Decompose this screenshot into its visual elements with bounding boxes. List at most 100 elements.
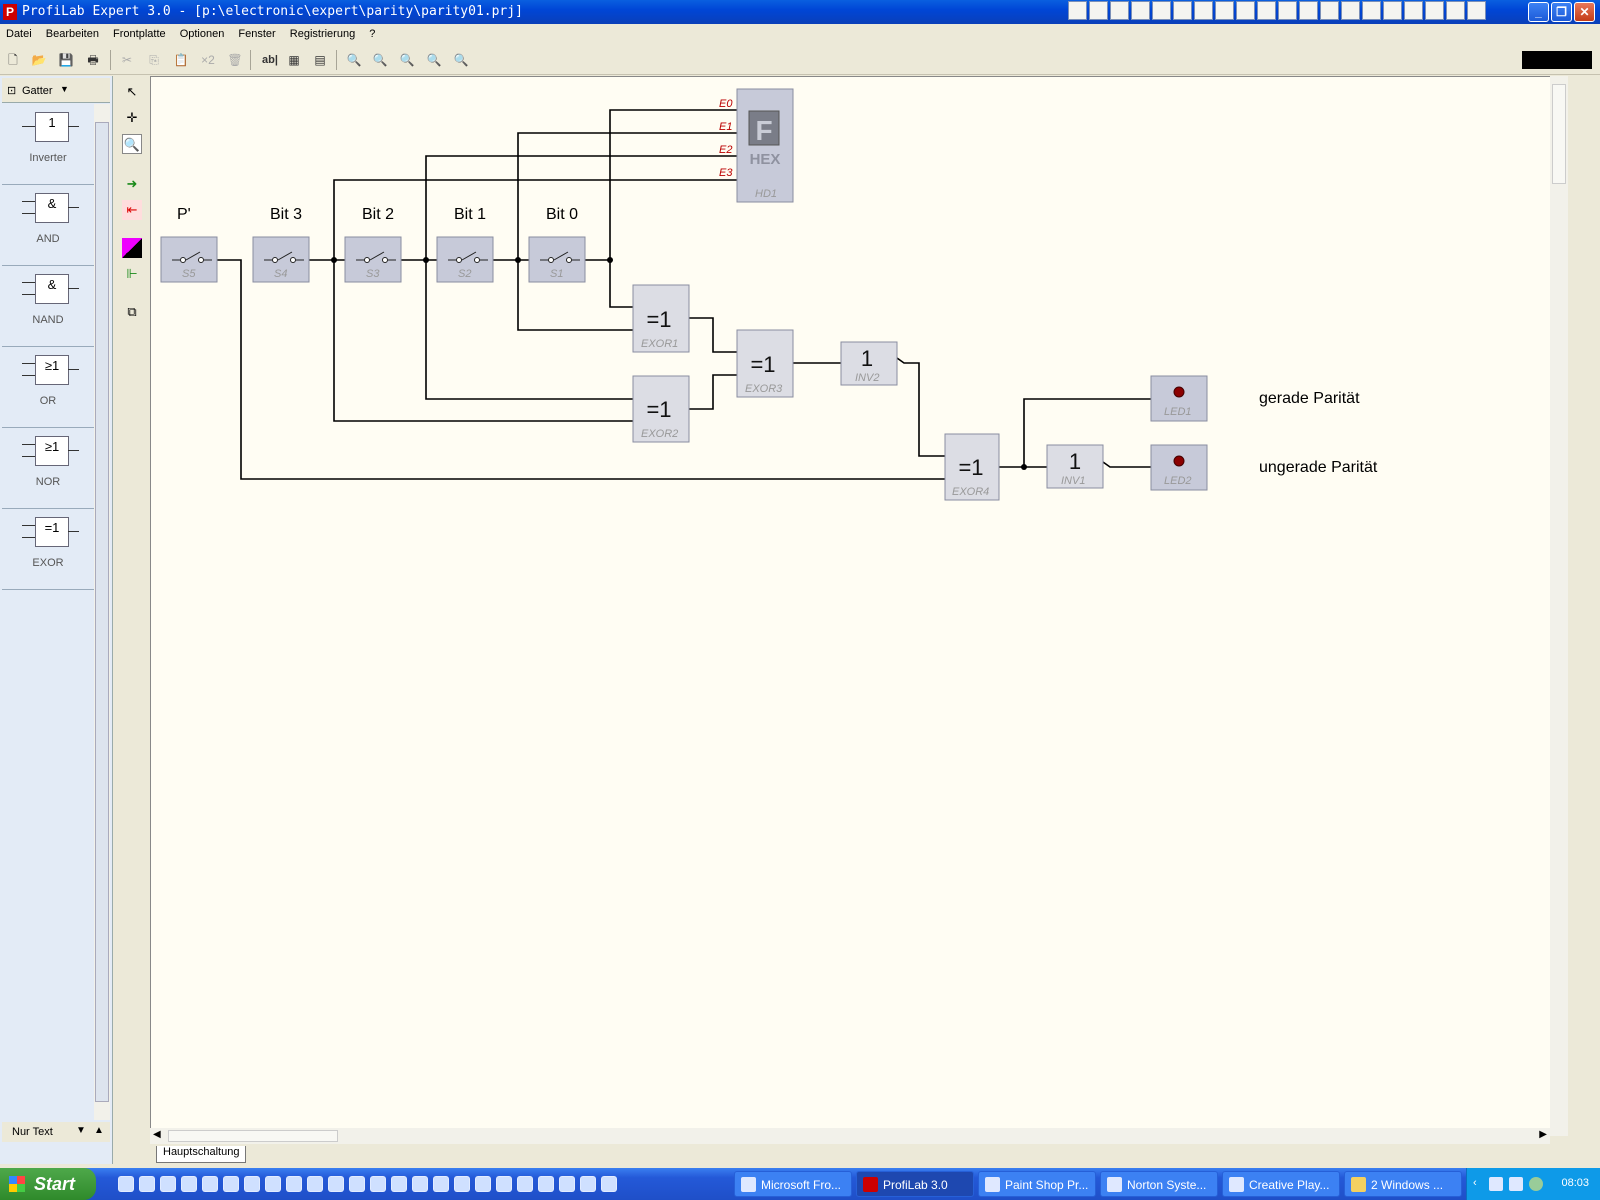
library-item-inverter[interactable]: 1 Inverter (2, 104, 94, 185)
text-icon[interactable]: ab| (262, 54, 278, 66)
switch-s2[interactable]: S2 (436, 236, 494, 283)
wire-tool-icon[interactable]: ✛ (126, 110, 138, 125)
wire[interactable] (1102, 461, 1151, 468)
run-icon[interactable]: ➜ (126, 176, 138, 191)
gate-exor2[interactable]: =1 EXOR2 (632, 375, 690, 443)
quicklaunch-icon[interactable] (601, 1176, 617, 1192)
quicklaunch-icon[interactable] (244, 1176, 260, 1192)
quicklaunch-icon[interactable] (328, 1176, 344, 1192)
tray-app-icon[interactable] (1089, 1, 1108, 20)
restore-button[interactable]: ❐ (1551, 2, 1572, 22)
tray-app-icon[interactable] (1362, 1, 1381, 20)
hi-lo-icon[interactable] (122, 238, 142, 258)
tray-app-icon[interactable] (1215, 1, 1234, 20)
wire[interactable] (425, 155, 737, 260)
quicklaunch-icon[interactable] (307, 1176, 323, 1192)
tray-expand-icon[interactable]: ‹ (1473, 1177, 1477, 1189)
quicklaunch-icon[interactable] (139, 1176, 155, 1192)
start-button[interactable]: Start (0, 1168, 96, 1200)
menu-help[interactable]: ? (369, 28, 376, 40)
frontpanel-icon[interactable]: ⧉ (127, 304, 137, 319)
arrow-down-icon[interactable]: ▼ (76, 1125, 86, 1136)
led-1[interactable]: LED1 (1150, 375, 1208, 422)
close-button[interactable]: ✕ (1574, 2, 1595, 22)
gate-exor1[interactable]: =1 EXOR1 (632, 284, 690, 353)
library-item-and[interactable]: & AND (2, 185, 94, 266)
wire[interactable] (425, 260, 633, 400)
quicklaunch-icon[interactable] (538, 1176, 554, 1192)
zoom-out-icon[interactable]: 🔍 (372, 53, 388, 67)
library-scrollbar[interactable] (94, 104, 110, 1120)
tray-app-icon[interactable] (1194, 1, 1213, 20)
tray-app-icon[interactable] (1173, 1, 1192, 20)
wire[interactable] (609, 109, 737, 260)
quicklaunch-icon[interactable] (475, 1176, 491, 1192)
save-icon[interactable]: 💾 (58, 53, 74, 67)
menu-datei[interactable]: Datei (6, 28, 32, 40)
gate-exor4[interactable]: =1 EXOR4 (944, 433, 1000, 501)
wire[interactable] (217, 259, 945, 480)
new-icon[interactable]: 🗋 (8, 53, 18, 67)
tray-app-icon[interactable] (1236, 1, 1255, 20)
quicklaunch-icon[interactable] (559, 1176, 575, 1192)
quicklaunch-icon[interactable] (286, 1176, 302, 1192)
quicklaunch-icon[interactable] (496, 1176, 512, 1192)
scroll-right-icon[interactable]: ▶ (1539, 1129, 1547, 1140)
wire[interactable] (517, 260, 633, 331)
quicklaunch-icon[interactable] (202, 1176, 218, 1192)
library-item-exor[interactable]: =1 EXOR (2, 509, 94, 590)
quicklaunch-icon[interactable] (265, 1176, 281, 1192)
globe-icon[interactable] (1529, 1177, 1543, 1191)
task-button-frontpage[interactable]: Microsoft Fro... (734, 1171, 852, 1197)
wire[interactable] (517, 132, 737, 260)
task-button-creative[interactable]: Creative Play... (1222, 1171, 1340, 1197)
open-icon[interactable]: 📂 (31, 53, 47, 67)
wire[interactable] (1023, 398, 1151, 467)
library-item-or[interactable]: ≥1 OR (2, 347, 94, 428)
network-icon[interactable] (1489, 1177, 1503, 1191)
arrow-up-icon[interactable]: ▲ (94, 1125, 104, 1136)
library-item-nand[interactable]: & NAND (2, 266, 94, 347)
tray-app-icon[interactable] (1152, 1, 1171, 20)
canvas-hscroll-thumb[interactable] (168, 1130, 338, 1142)
duplicate-icon[interactable]: ×2 (201, 53, 215, 67)
tray-app-icon[interactable] (1446, 1, 1465, 20)
tray-app-icon[interactable] (1278, 1, 1297, 20)
gate-inv1[interactable]: 1 INV1 (1046, 444, 1104, 489)
zoom-fit-icon[interactable]: 🔍 (426, 53, 442, 67)
tray-app-icon[interactable] (1068, 1, 1087, 20)
wire[interactable] (333, 179, 737, 260)
wire[interactable] (896, 357, 945, 457)
wire[interactable] (333, 260, 633, 422)
gate-exor3[interactable]: =1 EXOR3 (736, 329, 794, 398)
print-icon[interactable]: 🖶 (87, 53, 99, 67)
gate-inv2[interactable]: 1 INV2 (840, 341, 898, 386)
scroll-left-icon[interactable]: ◀ (153, 1129, 161, 1140)
volume-icon[interactable] (1509, 1177, 1523, 1191)
menu-optionen[interactable]: Optionen (179, 28, 225, 40)
switch-s3[interactable]: S3 (344, 236, 402, 283)
task-button-profilab[interactable]: ProfiLab 3.0 (856, 1171, 974, 1197)
delete-icon[interactable]: 🗑 (227, 53, 243, 67)
library-item-nor[interactable]: ≥1 NOR (2, 428, 94, 509)
hex-display[interactable]: F HEX HD1 (736, 88, 794, 203)
quicklaunch-icon[interactable] (391, 1176, 407, 1192)
switch-s5[interactable]: S5 (160, 236, 218, 283)
quicklaunch-icon[interactable] (181, 1176, 197, 1192)
wire[interactable] (609, 260, 633, 308)
canvas-horizontal-scrollbar[interactable]: ◀ ▶ (150, 1128, 1550, 1144)
zoom-icon[interactable]: 🔍 (399, 53, 415, 67)
quicklaunch-icon[interactable] (454, 1176, 470, 1192)
menu-frontplatte[interactable]: Frontplatte (113, 28, 166, 40)
menu-bearbeiten[interactable]: Bearbeiten (45, 28, 99, 40)
zoom-in-icon[interactable]: 🔍 (346, 53, 362, 67)
quicklaunch-icon[interactable] (433, 1176, 449, 1192)
circuit-canvas[interactable]: P' Bit 3 Bit 2 Bit 1 Bit 0 S5 S4 S3 (150, 76, 1551, 1129)
quicklaunch-icon[interactable] (118, 1176, 134, 1192)
switch-s1[interactable]: S1 (528, 236, 586, 283)
switch-s4[interactable]: S4 (252, 236, 310, 283)
page-icon[interactable]: ▤ (314, 53, 326, 67)
grid-icon[interactable]: ▦ (288, 53, 300, 67)
tray-app-icon[interactable] (1425, 1, 1444, 20)
tray-app-icon[interactable] (1299, 1, 1318, 20)
